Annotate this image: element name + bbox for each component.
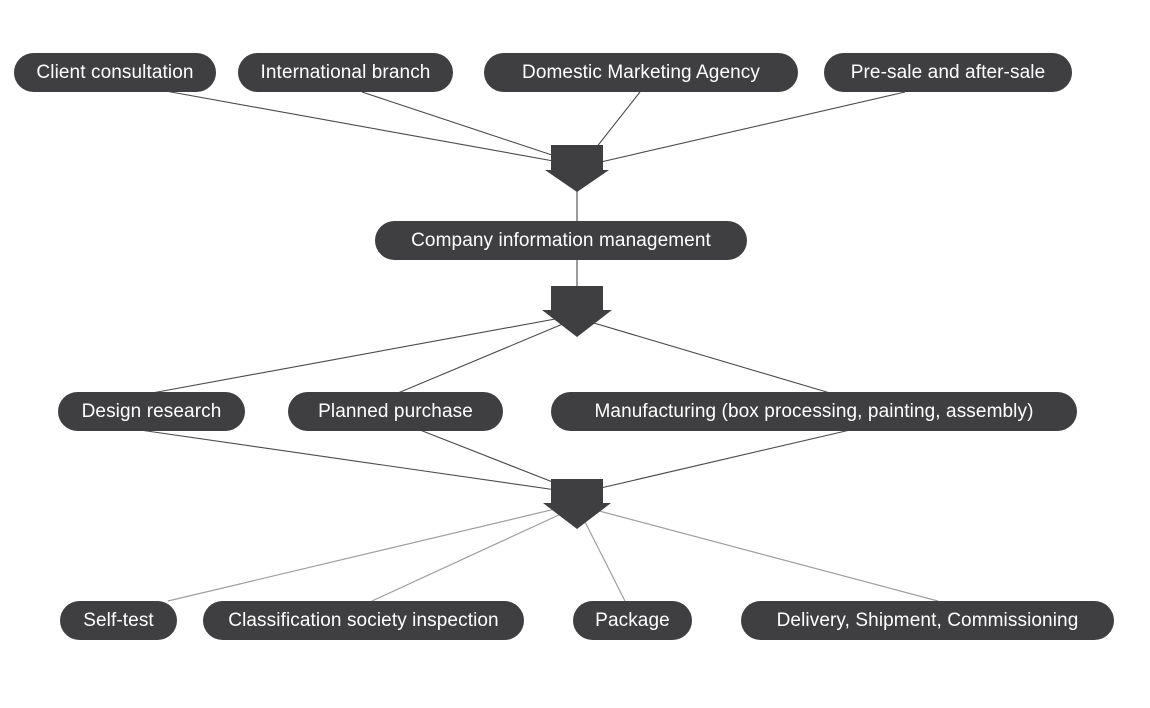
node-pre-sale-and-after-sale: Pre-sale and after-sale xyxy=(824,53,1072,92)
node-international-branch: International branch xyxy=(238,53,453,92)
connector-line xyxy=(361,91,574,163)
node-company-information-management: Company information management xyxy=(375,221,747,260)
node-package: Package xyxy=(573,601,692,640)
node-planned-purchase: Planned purchase xyxy=(288,392,503,431)
connector-line xyxy=(419,429,574,491)
node-delivery-shipment-commissioning: Delivery, Shipment, Commissioning xyxy=(741,601,1114,640)
node-self-test: Self-test xyxy=(60,601,177,640)
node-domestic-marketing-agency: Domestic Marketing Agency xyxy=(484,53,798,92)
connector-line xyxy=(591,91,906,165)
connector-line xyxy=(139,429,571,493)
connector-line xyxy=(151,314,578,394)
down-arrow-icon xyxy=(542,286,612,337)
connector-line xyxy=(371,507,575,602)
connector-line xyxy=(397,317,578,394)
connector-line xyxy=(583,506,939,602)
connector-line xyxy=(167,504,573,602)
connector-line xyxy=(591,429,851,491)
node-client-consultation: Client consultation xyxy=(14,53,216,92)
node-classification-society-inspection: Classification society inspection xyxy=(203,601,524,640)
down-arrow-icon xyxy=(545,145,609,192)
connector-line xyxy=(579,511,626,602)
connector-line xyxy=(159,89,571,165)
down-arrow-icon xyxy=(543,479,611,529)
node-design-research: Design research xyxy=(58,392,245,431)
connector-line xyxy=(576,317,831,394)
node-manufacturing: Manufacturing (box processing, painting,… xyxy=(551,392,1077,431)
